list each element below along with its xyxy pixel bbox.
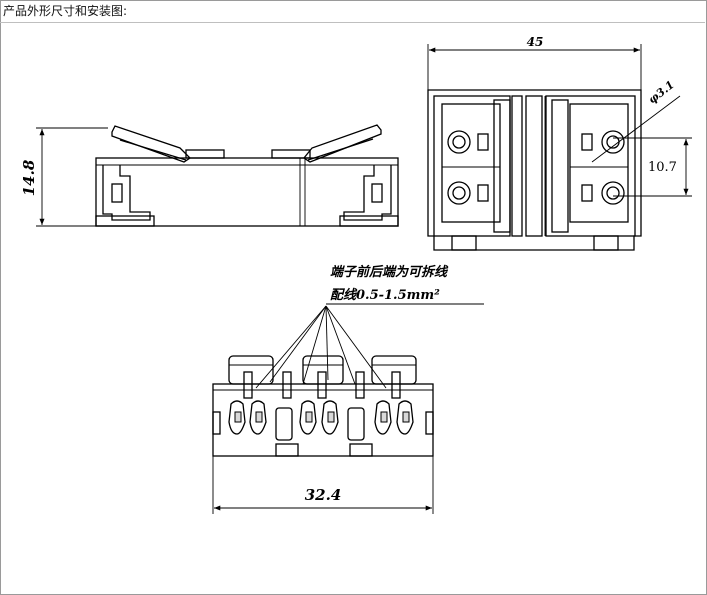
top-view: 45 φ3.1: [427, 35, 692, 251]
terminal-pair-3: [374, 400, 414, 435]
height-dimension: 14.8: [20, 159, 38, 196]
front-view: 32.4: [212, 355, 434, 514]
hole-spacing-dimension: 10.7: [648, 160, 677, 175]
width-dimension: 32.4: [305, 486, 342, 504]
side-view: 14.8: [20, 124, 399, 227]
terminal-pair-2: [299, 400, 339, 435]
terminal-pair-1: [228, 400, 267, 435]
wiring-notes: 端子前后端为可拆线 配线0.5-1.5mm²: [255, 264, 484, 389]
drawing-caption: 产品外形尺寸和安装图:: [3, 4, 128, 18]
note-wire-gauge: 配线0.5-1.5mm²: [330, 287, 440, 303]
length-dimension: 45: [527, 35, 544, 49]
caption-divider: [0, 22, 705, 23]
note-detachable: 端子前后端为可拆线: [330, 264, 449, 280]
